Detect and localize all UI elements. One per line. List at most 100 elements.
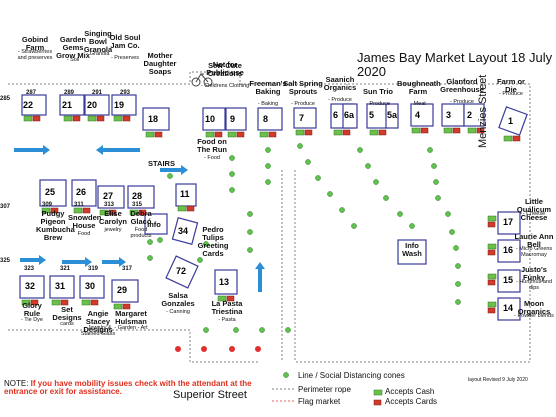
cash-icon	[373, 389, 383, 396]
cash-icon	[99, 209, 109, 216]
vendor-name: Sun Trio	[363, 87, 393, 96]
vendor-category: - Powder blends	[514, 313, 554, 319]
card-icon	[122, 115, 131, 122]
vendor-category: - Tie Dye	[20, 317, 43, 323]
cone-icon	[147, 255, 153, 261]
vendor-category: - Produce	[328, 97, 352, 103]
arrow-right-icon	[43, 145, 50, 155]
booth-number: 16	[503, 245, 514, 255]
perimeter-rope	[8, 71, 531, 363]
cash-icon	[145, 131, 155, 138]
booth-22	[21, 94, 47, 116]
card-icon	[108, 209, 117, 216]
card-icon	[50, 207, 59, 214]
stall-number: 291	[92, 90, 103, 96]
legend-cash: Accepts Cash	[385, 387, 435, 396]
cash-icon	[333, 129, 343, 136]
bicycle-icon	[191, 77, 201, 87]
booth-number: 30	[85, 281, 96, 291]
booth-7	[293, 107, 317, 129]
cone-icon	[265, 179, 271, 185]
booth-number: 8	[263, 114, 269, 124]
card-icon	[487, 279, 496, 286]
booth-number: 19	[114, 100, 125, 110]
booth-5a	[385, 103, 399, 129]
flag-market-dot	[255, 346, 261, 352]
cone-icon	[455, 281, 461, 287]
stall-number: 319	[88, 266, 99, 272]
vendor-name: Margaret Hulsman	[115, 309, 147, 326]
booth-number: 17	[503, 217, 514, 227]
cone-icon	[197, 257, 203, 263]
vendor-category: - Strawberries and preserves	[17, 49, 53, 61]
vendor-category: Food	[77, 231, 91, 237]
vendor-name: Salt Spring Sprouts	[283, 79, 323, 96]
stall-number: 293	[120, 90, 131, 96]
cone-icon	[285, 327, 291, 333]
vendor-category: - Jewelry & Stained Glass	[80, 325, 116, 337]
card-icon	[420, 127, 429, 134]
booth-number: 32	[25, 281, 36, 291]
booth-26	[71, 179, 97, 207]
booth-10	[202, 107, 226, 131]
card-icon	[154, 131, 163, 138]
vendor-name: Elise Carolyn	[99, 209, 127, 226]
vendor-name: Moon Organics	[517, 299, 551, 316]
booth-number: 2	[467, 110, 473, 120]
booth-31	[49, 275, 75, 299]
vendor-name: Freeman's Baking	[249, 79, 287, 96]
cash-icon	[41, 207, 51, 214]
cash-icon	[217, 295, 227, 302]
flag-market-dot	[175, 346, 181, 352]
cash-icon	[73, 207, 83, 214]
card-icon	[373, 399, 382, 406]
cone-icon	[433, 179, 439, 185]
vendor-category: jewelry	[104, 227, 122, 233]
booth-number: 29	[117, 285, 128, 295]
cone-icon	[449, 229, 455, 235]
vendor-name: Mother Daughter Soaps	[143, 51, 177, 76]
vendor-name: Glory Rule	[22, 301, 42, 318]
cash-icon	[369, 129, 379, 136]
vendor-name: La Pasta Triestina	[211, 299, 243, 316]
card-icon	[476, 127, 485, 134]
booth-number: 72	[176, 266, 187, 276]
vendor-category: - Granola	[86, 51, 110, 57]
vendor-name: Angie Stacey Designs	[83, 309, 113, 334]
booth-number: 21	[62, 100, 73, 110]
booth-15	[497, 269, 521, 293]
card-icon	[512, 135, 521, 142]
card-icon	[122, 303, 131, 310]
booth-number: 22	[23, 100, 34, 110]
vendor-category: - Childrens Clothing	[200, 83, 250, 89]
booth-number: 3	[446, 110, 452, 120]
booth-18	[142, 107, 170, 131]
stall-number: 309	[42, 202, 53, 208]
booth-8	[257, 107, 283, 131]
cash-icon	[63, 115, 73, 122]
booth-number: 6a	[344, 110, 355, 120]
booth-1	[498, 106, 528, 136]
cone-icon	[315, 175, 321, 181]
vendor-category: - Canning	[166, 309, 190, 315]
booth-13	[214, 269, 238, 295]
booth-number: 28	[132, 191, 143, 201]
cash-icon	[227, 131, 237, 138]
vendor-name: Glanford Greenhouse	[440, 77, 484, 94]
vendor-name: Gobind Farm	[21, 35, 49, 52]
vendor-category: - Cheese	[522, 211, 546, 217]
card-icon	[304, 129, 313, 136]
cone-icon	[373, 179, 379, 185]
vendor-name: Laurie Ann Bell	[514, 232, 554, 249]
booth-32	[19, 275, 45, 299]
card-icon	[96, 115, 105, 122]
flag-market-dot	[229, 346, 235, 352]
booth-9	[225, 107, 247, 131]
vendor-name: Saanich Organics	[323, 75, 357, 92]
vendor-name: Sew Cute Creations	[207, 61, 243, 78]
booth-number: 15	[503, 275, 514, 285]
card-icon	[236, 131, 245, 138]
cone-icon	[265, 163, 271, 169]
card-icon	[82, 207, 91, 214]
cone-icon	[259, 327, 265, 333]
